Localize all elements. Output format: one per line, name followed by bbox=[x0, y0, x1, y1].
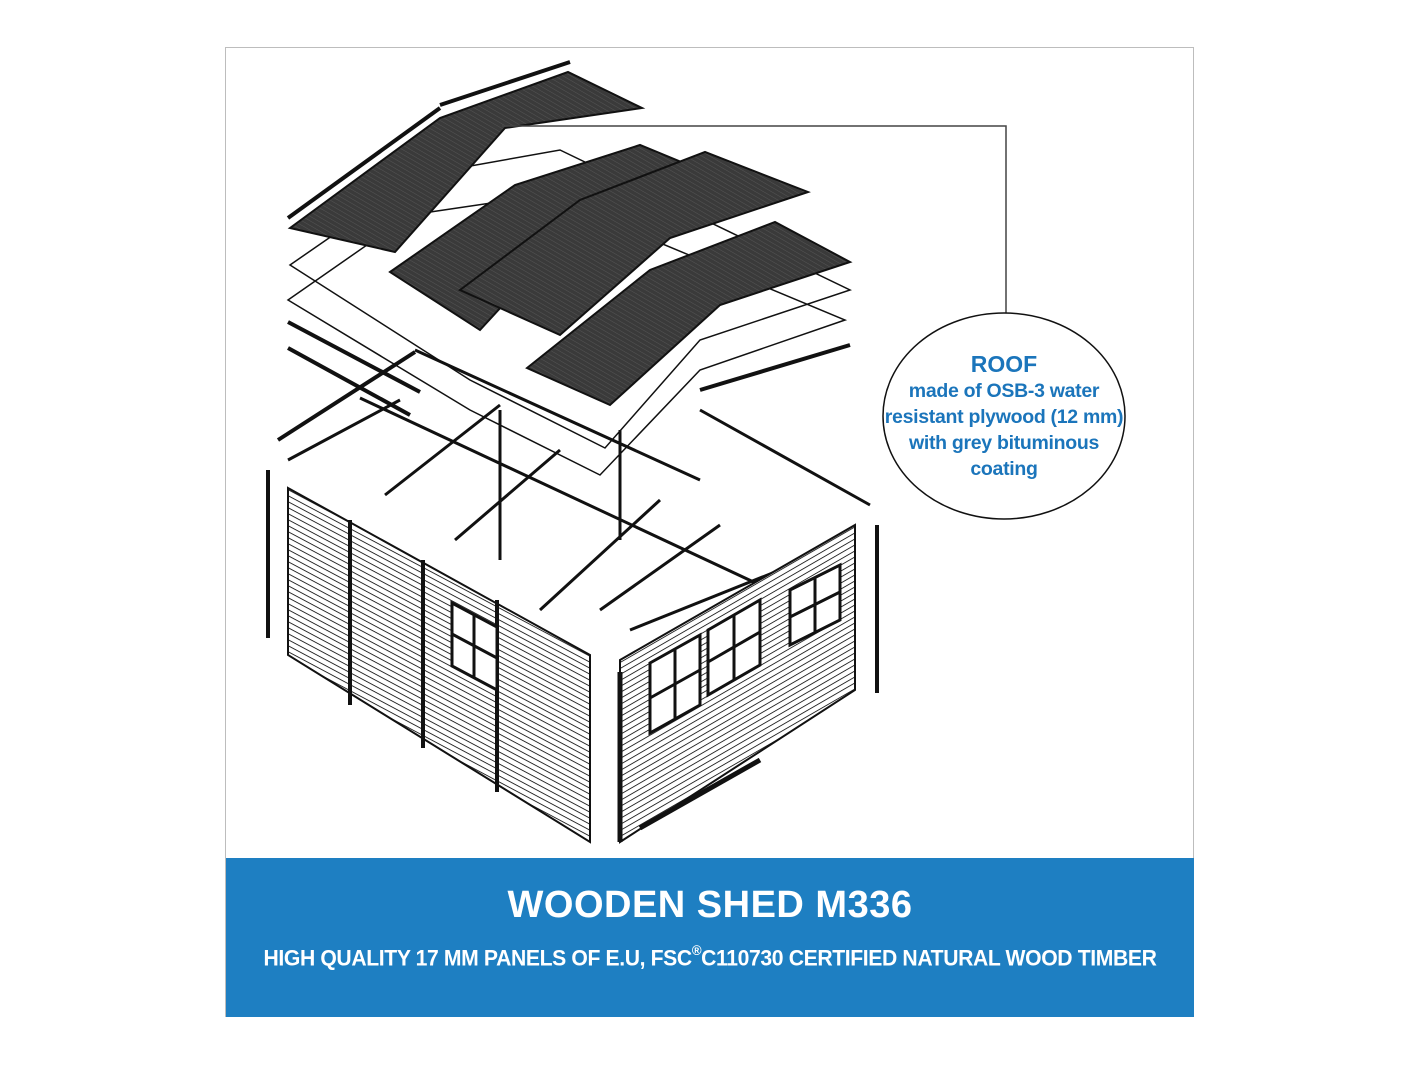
front-doors-with-windows bbox=[648, 562, 842, 736]
registered-mark: ® bbox=[691, 942, 702, 958]
roof-callout: ROOF made of OSB-3 water resistant plywo… bbox=[883, 313, 1125, 519]
roof-trims bbox=[276, 60, 851, 442]
callout-line: coating bbox=[970, 458, 1038, 480]
callout-line: made of OSB-3 water bbox=[908, 380, 1100, 402]
callout-title: ROOF bbox=[970, 351, 1038, 377]
roof-frame bbox=[359, 348, 871, 632]
roof-panels-bituminous bbox=[287, 70, 853, 407]
callout-leader-line bbox=[502, 125, 1007, 313]
product-title: WOODEN SHED M336 bbox=[507, 884, 913, 926]
callout-line: resistant plywood (12 mm) bbox=[884, 406, 1124, 428]
product-banner: WOODEN SHED M336 HIGH QUALITY 17 MM PANE… bbox=[226, 858, 1194, 1017]
side-wall bbox=[266, 398, 591, 844]
callout-line: with grey bituminous bbox=[908, 432, 1100, 454]
callout-ellipse bbox=[882, 312, 1126, 520]
product-subtitle: HIGH QUALITY 17 MM PANELS OF E.U, FSC®C1… bbox=[255, 942, 1165, 972]
subtitle-part2: C110730 CERTIFIED NATURAL WOOD TIMBER bbox=[701, 945, 1157, 971]
side-window bbox=[450, 600, 499, 693]
subtitle-part1: HIGH QUALITY 17 MM PANELS OF E.U, FSC bbox=[263, 945, 692, 971]
